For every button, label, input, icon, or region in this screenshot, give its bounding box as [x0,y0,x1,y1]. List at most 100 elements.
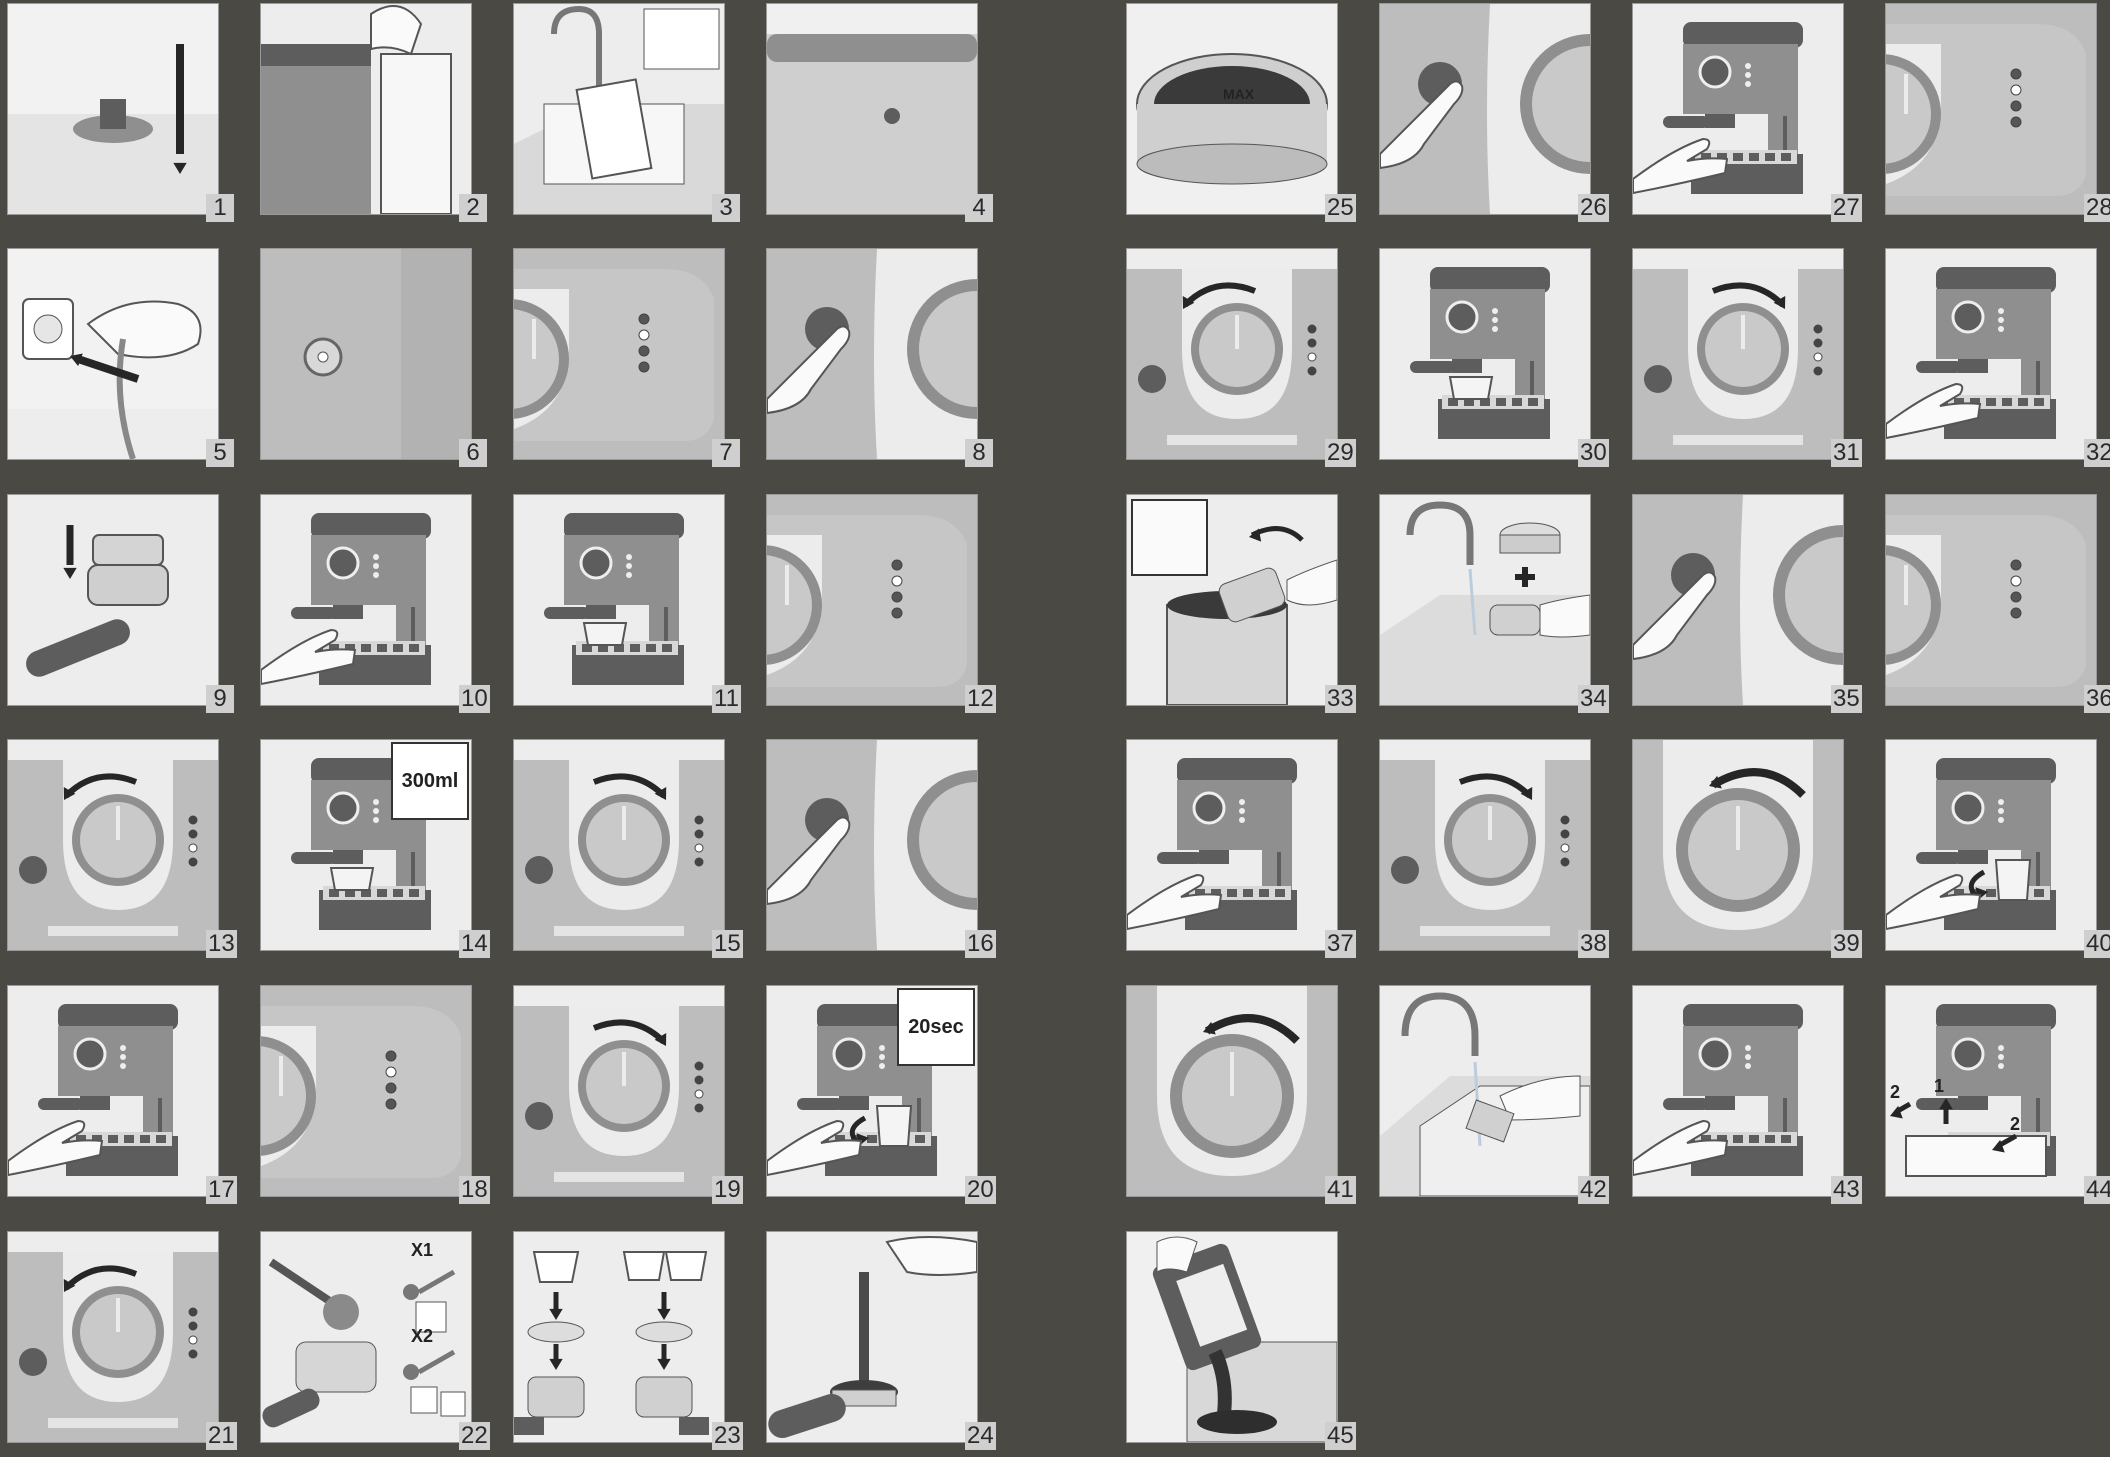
step-number: 43 [1831,1176,1862,1204]
max-label: MAX [1223,86,1254,102]
step-number: 7 [712,439,740,467]
step-number: 38 [1578,930,1609,958]
step-number: 27 [1831,194,1862,222]
step-number: 5 [206,439,234,467]
step-illustration [514,740,724,950]
step-illustration [1127,495,1337,705]
step-number: 26 [1578,194,1609,222]
step-panel [514,495,724,705]
step-panel [514,249,724,459]
step-panel [8,1232,218,1442]
step-illustration [1127,1232,1337,1442]
step-number: 28 [2084,194,2110,222]
step-illustration [8,986,218,1196]
step-illustration [1380,740,1590,950]
step-panel [767,740,977,950]
step-number: 41 [1325,1176,1356,1204]
step-panel [1886,740,2096,950]
step-number: 10 [459,685,490,713]
step-number: 6 [459,439,487,467]
step-number: 37 [1325,930,1356,958]
step-illustration [767,740,977,950]
step-illustration [1633,249,1843,459]
step-mini-label: 1 [1934,1076,1944,1097]
step-panel [767,4,977,214]
step-illustration [1633,4,1843,214]
step-illustration [514,495,724,705]
step-callout: 300ml [391,742,469,820]
step-number: 39 [1831,930,1862,958]
step-number: 1 [206,194,234,222]
step-panel [1633,495,1843,705]
step-number: 17 [206,1176,237,1204]
step-panel [261,4,471,214]
step-illustration [1886,249,2096,459]
step-number: 25 [1325,194,1356,222]
step-panel [1380,249,1590,459]
step-illustration [1380,495,1590,705]
step-illustration [1127,986,1337,1196]
step-number: 24 [965,1422,996,1450]
step-illustration [1633,495,1843,705]
step-number: 12 [965,685,996,713]
step-number: 21 [206,1422,237,1450]
step-illustration [1886,495,2096,705]
step-panel [1633,740,1843,950]
step-illustration [514,249,724,459]
step-number: 3 [712,194,740,222]
step-panel [1127,249,1337,459]
step-panel [8,740,218,950]
step-number: 31 [1831,439,1862,467]
step-panel [1380,986,1590,1196]
step-illustration [767,4,977,214]
step-illustration [1380,249,1590,459]
step-illustration [1886,4,2096,214]
step-panel [1886,4,2096,214]
step-number: 9 [206,685,234,713]
step-panel [1127,740,1337,950]
step-number: 20 [965,1176,996,1204]
step-panel [767,249,977,459]
step-number: 11 [712,685,741,713]
step-illustration [8,4,218,214]
step-number: 14 [459,930,490,958]
step-panel [1633,986,1843,1196]
step-illustration [261,495,471,705]
step-panel [8,495,218,705]
step-panel [8,986,218,1196]
step-mini-label: 2 [2010,1114,2020,1135]
step-mini-label: 2 [1890,1082,1900,1103]
step-number: 34 [1578,685,1609,713]
step-panel: MAX [1127,4,1337,214]
step-number: 13 [206,930,237,958]
step-panel [1886,249,2096,459]
step-illustration [261,249,471,459]
step-panel: 300ml [261,740,471,950]
step-illustration [8,249,218,459]
step-panel [261,986,471,1196]
step-illustration [514,986,724,1196]
step-panel [514,986,724,1196]
step-number: 8 [965,439,993,467]
step-number: 44 [2084,1176,2110,1204]
step-illustration [514,1232,724,1442]
step-panel [1633,4,1843,214]
step-panel [261,495,471,705]
step-illustration [1380,986,1590,1196]
step-illustration [1633,740,1843,950]
step-illustration [8,1232,218,1442]
step-panel [514,740,724,950]
step-illustration [1127,740,1337,950]
step-illustration [261,986,471,1196]
step-panel [514,1232,724,1442]
step-number: 30 [1578,439,1609,467]
step-number: 42 [1578,1176,1609,1204]
step-illustration [514,4,724,214]
step-panel [514,4,724,214]
step-number: 40 [2084,930,2110,958]
step-illustration [767,1232,977,1442]
step-number: 19 [712,1176,743,1204]
step-panel [1886,495,2096,705]
step-illustration [767,249,977,459]
